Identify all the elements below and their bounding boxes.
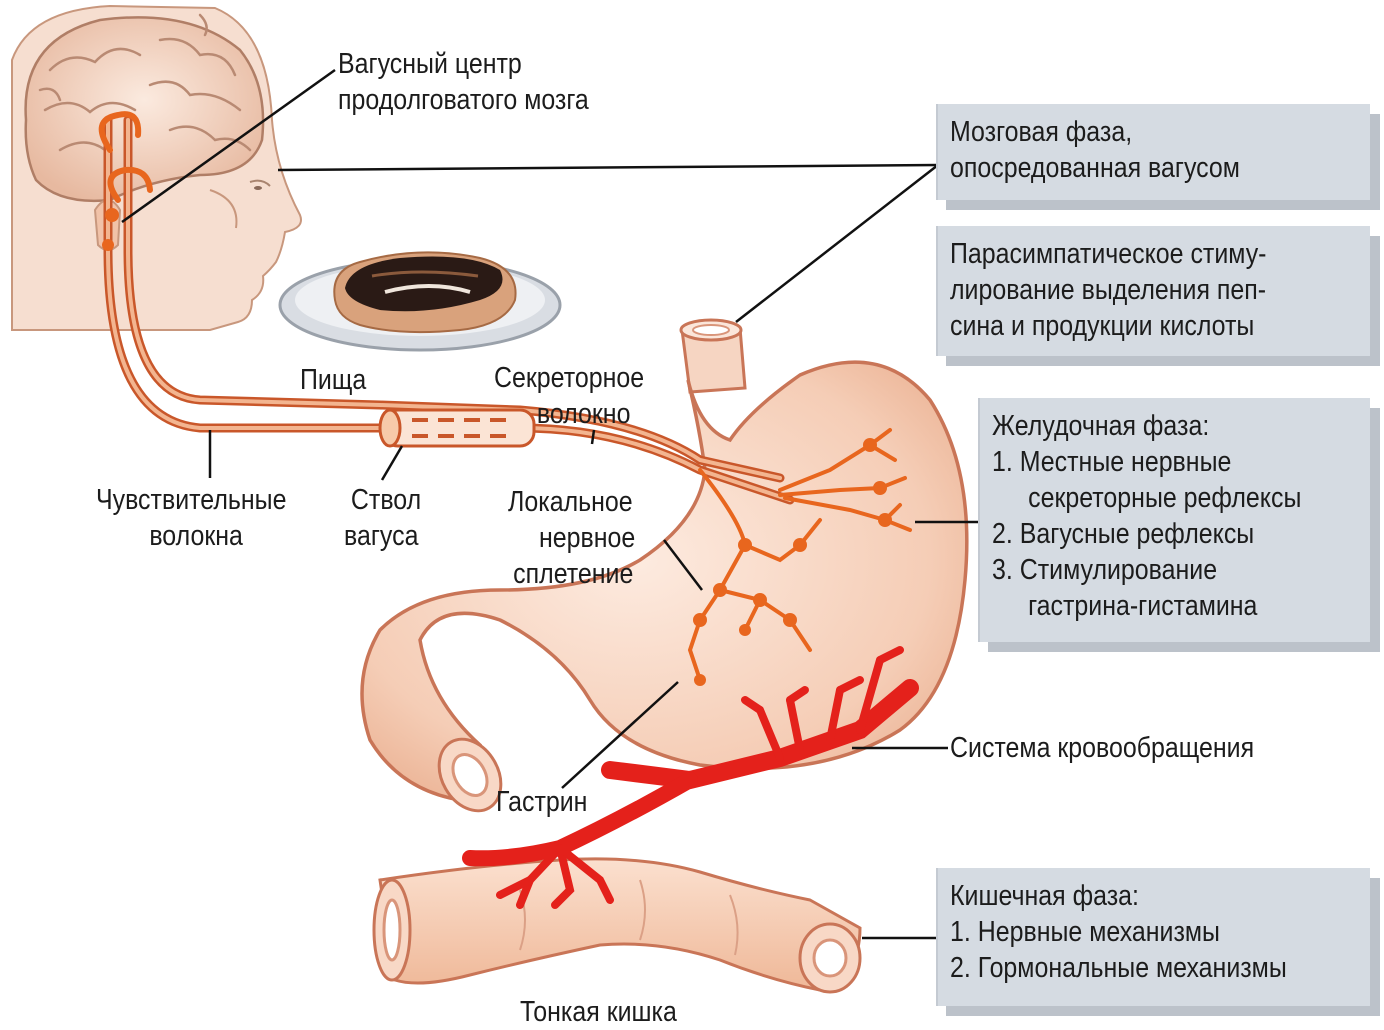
circulation-label: Система кровообращения	[950, 730, 1254, 766]
food-plate-illustration	[280, 252, 560, 350]
secretory-fiber-label: Секреторное волокно	[494, 360, 644, 432]
parasympathetic-panel: Парасимпатическое стиму- лирование выдел…	[936, 226, 1370, 356]
head-illustration	[12, 6, 301, 330]
small-intestine-illustration	[374, 859, 860, 992]
gastric-phase-panel: Желудочная фаза: 1. Местные нервные секр…	[978, 398, 1370, 642]
vagus-trunk-label: Ствол вагуса	[344, 482, 421, 554]
small-intestine-label: Тонкая кишка	[520, 994, 677, 1030]
sensory-fibers-label: Чувствительные волокна	[96, 482, 286, 554]
intestinal-phase-title: Кишечная фаза:	[950, 878, 1287, 914]
vagus-center-label: Вагусный центр продолговатого мозга	[338, 46, 589, 118]
gastrin-label: Гастрин	[496, 784, 587, 820]
cephalic-phase-panel: Мозговая фаза, опосредованная вагусом	[936, 104, 1370, 200]
intestinal-phase-panel: Кишечная фаза: 1. Нервные механизмы 2. Г…	[936, 868, 1370, 1006]
local-plexus-label: Локальное нервное сплетение	[508, 484, 635, 592]
food-label: Пища	[300, 362, 366, 398]
stomach-illustration	[362, 320, 967, 822]
gastric-phase-title: Желудочная фаза:	[992, 408, 1301, 444]
